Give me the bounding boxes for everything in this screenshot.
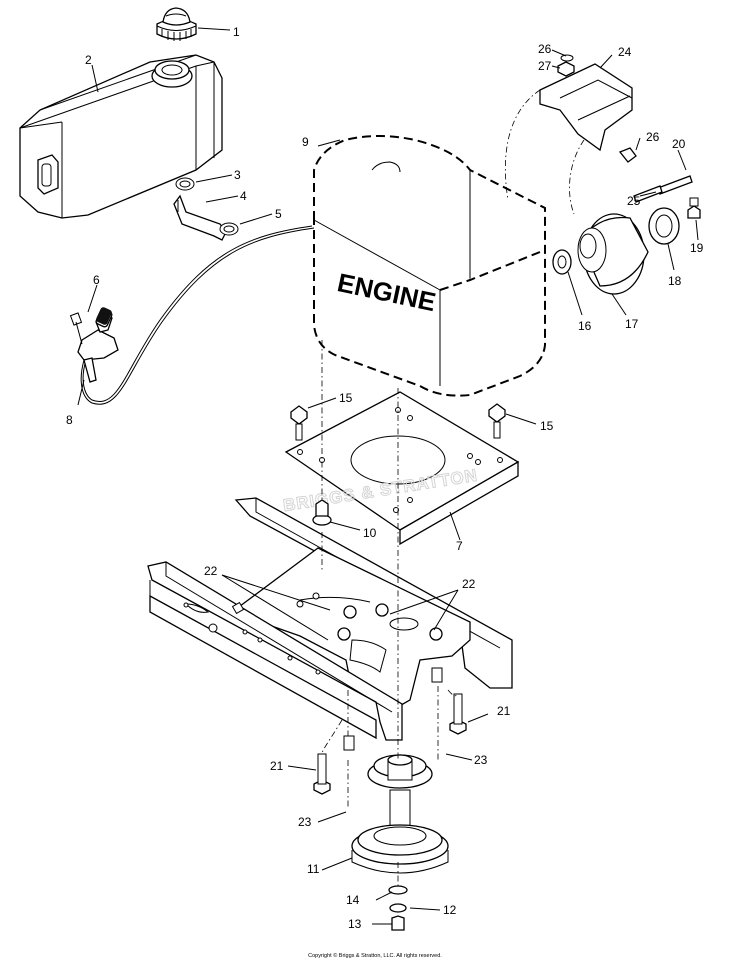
frame-chassis [147,497,513,741]
callout-25: 25 [627,194,641,208]
callout-3: 3 [234,168,241,182]
callout-21a: 21 [497,704,511,718]
copyright-notice: Copyright © Briggs & Stratton, LLC. All … [308,953,442,959]
callout-15a: 15 [339,391,353,405]
bolts-21-spacers-23 [313,667,467,795]
callout-17: 17 [625,317,639,331]
fuel-tank [19,54,223,219]
callout-16: 16 [578,319,592,333]
mount-bolts [290,403,506,441]
alignment-lines [321,89,585,886]
pulley [351,754,449,874]
callout-7: 7 [456,539,463,553]
callout-19: 19 [690,241,704,255]
bolt-10 [312,499,332,526]
callout-27: 27 [538,59,552,73]
callout-23b: 23 [298,815,312,829]
engine-outline: ENGINE [313,135,546,397]
callout-5: 5 [275,207,282,221]
callout-8: 8 [66,413,73,427]
callout-26a: 26 [538,42,552,56]
callout-9: 9 [302,135,309,149]
callout-23a: 23 [474,753,488,767]
callout-10: 10 [363,526,377,540]
callout-15b: 15 [540,419,554,433]
throttle-control [69,225,315,405]
callout-12: 12 [443,903,457,917]
callout-numbers: 1 2 3 4 5 6 7 8 9 10 11 12 13 14 15 15 1… [66,25,704,931]
fuel-cap [156,7,197,41]
callout-1: 1 [233,25,240,39]
callout-13: 13 [348,917,362,931]
callout-6: 6 [93,273,100,287]
callout-24: 24 [618,45,632,59]
callout-2: 2 [85,53,92,67]
fuel-hose-assembly [173,177,239,241]
callout-4: 4 [240,189,247,203]
callout-14: 14 [346,893,360,907]
callout-22b: 22 [462,577,476,591]
leader-lines [77,27,699,925]
callout-20: 20 [672,137,686,151]
callout-21b: 21 [270,759,284,773]
callout-18: 18 [668,274,682,288]
callout-26b: 26 [646,130,660,144]
callout-22a: 22 [204,564,218,578]
air-cleaner-group [539,54,701,295]
callout-11: 11 [307,862,320,876]
